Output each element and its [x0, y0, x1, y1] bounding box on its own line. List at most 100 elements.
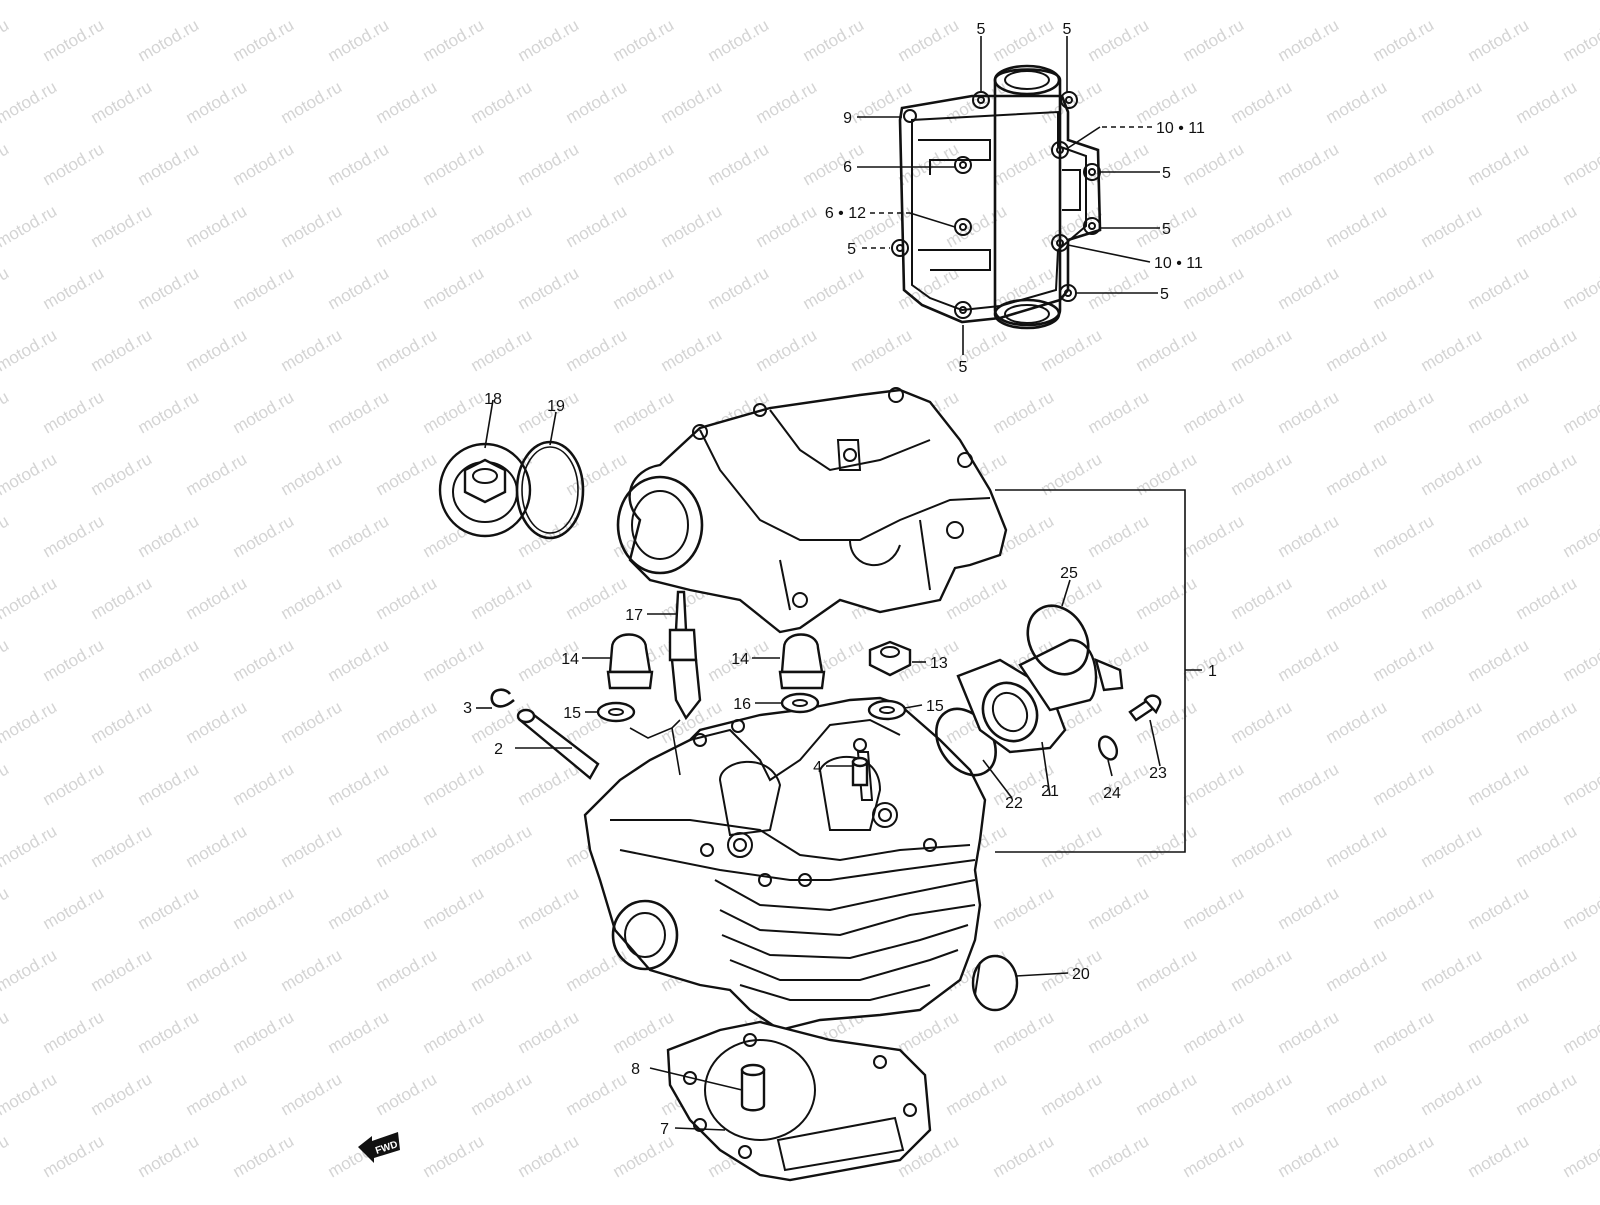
- watermark-text: motod.ru: [1513, 1069, 1581, 1119]
- watermark-text: motod.ru: [1370, 511, 1438, 561]
- watermark-text: motod.ru: [325, 387, 393, 437]
- watermark-text: motod.ru: [278, 1069, 346, 1119]
- watermark-text: motod.ru: [325, 263, 393, 313]
- watermark-text: motod.ru: [230, 387, 298, 437]
- watermark-text: motod.ru: [230, 511, 298, 561]
- watermark-text: motod.ru: [563, 945, 631, 995]
- watermark-text: motod.ru: [1370, 263, 1438, 313]
- watermark-text: motod.ru: [183, 201, 251, 251]
- watermark-text: motod.ru: [1370, 1131, 1438, 1181]
- watermark-text: motod.ru: [990, 1131, 1058, 1181]
- watermark-text: motod.ru: [373, 325, 441, 375]
- label-25: 25: [1060, 565, 1078, 582]
- watermark-text: motod.ru: [1085, 263, 1153, 313]
- watermark-text: motod.ru: [1560, 387, 1600, 437]
- watermark-text: motod.ru: [0, 325, 60, 375]
- watermark-text: motod.ru: [40, 1131, 108, 1181]
- watermark-text: motod.ru: [183, 1069, 251, 1119]
- watermark-text: motod.ru: [135, 1131, 203, 1181]
- watermark-text: motod.ru: [658, 0, 726, 3]
- watermark-text: motod.ru: [420, 387, 488, 437]
- watermark-text: motod.ru: [1323, 697, 1391, 747]
- watermark-text: motod.ru: [1275, 263, 1343, 313]
- watermark-text: motod.ru: [1513, 77, 1581, 127]
- watermark-text: motod.ru: [1323, 77, 1391, 127]
- watermark-text: motod.ru: [1228, 821, 1296, 871]
- watermark-text: motod.ru: [1228, 77, 1296, 127]
- watermark-text: motod.ru: [373, 697, 441, 747]
- watermark-text: motod.ru: [1513, 449, 1581, 499]
- watermark-text: motod.ru: [705, 15, 773, 65]
- watermark-text: motod.ru: [88, 945, 156, 995]
- watermark-text: motod.ru: [420, 139, 488, 189]
- watermark-text: motod.ru: [1370, 387, 1438, 437]
- cylinder-base-gasket: [668, 1022, 930, 1180]
- watermark-text: motod.ru: [135, 139, 203, 189]
- watermark-text: motod.ru: [1513, 325, 1581, 375]
- watermark-text: motod.ru: [1418, 945, 1486, 995]
- label-3: 3: [463, 700, 472, 717]
- washer-15a: [598, 703, 634, 721]
- watermark-text: motod.ru: [753, 325, 821, 375]
- watermark-text: motod.ru: [1560, 635, 1600, 685]
- watermark-text: motod.ru: [1560, 883, 1600, 933]
- watermark-text: motod.ru: [40, 759, 108, 809]
- watermark-text: motod.ru: [325, 511, 393, 561]
- watermark-text: motod.ru: [1085, 1131, 1153, 1181]
- watermark-text: motod.ru: [468, 573, 536, 623]
- label-17: 17: [625, 607, 643, 624]
- watermark-text: motod.ru: [468, 325, 536, 375]
- watermark-text: motod.ru: [1180, 883, 1248, 933]
- watermark-text: motod.ru: [0, 945, 60, 995]
- watermark-text: motod.ru: [420, 883, 488, 933]
- watermark-text: motod.ru: [1085, 511, 1153, 561]
- watermark-text: motod.ru: [1513, 821, 1581, 871]
- plug-cap-20: [973, 956, 1017, 1010]
- watermark-text: motod.ru: [943, 77, 1011, 127]
- watermark-text: motod.ru: [230, 139, 298, 189]
- watermark-text: motod.ru: [40, 511, 108, 561]
- washer-24: [1096, 734, 1121, 763]
- watermark-text: motod.ru: [1228, 201, 1296, 251]
- label-14-left: 14: [561, 651, 579, 668]
- watermark-text: motod.ru: [468, 821, 536, 871]
- watermark-text: motod.ru: [40, 15, 108, 65]
- washer-15b: [869, 701, 905, 719]
- screw-23: [1130, 696, 1160, 720]
- watermark-text: motod.ru: [325, 883, 393, 933]
- watermark-text: motod.ru: [183, 573, 251, 623]
- label-2: 2: [494, 741, 503, 758]
- label-7: 7: [660, 1121, 669, 1138]
- watermark-text: motod.ru: [1228, 449, 1296, 499]
- watermark-text: motod.ru: [40, 1007, 108, 1057]
- watermark-text: motod.ru: [278, 0, 346, 3]
- watermark-text: motod.ru: [1465, 139, 1533, 189]
- watermark-text: motod.ru: [943, 325, 1011, 375]
- watermark-text: motod.ru: [373, 0, 441, 3]
- watermark-text: motod.ru: [1038, 1069, 1106, 1119]
- watermark-text: motod.ru: [1465, 15, 1533, 65]
- watermark-text: motod.ru: [1323, 0, 1391, 3]
- watermark-text: motod.ru: [278, 697, 346, 747]
- watermark-text: motod.ru: [1323, 449, 1391, 499]
- watermark-text: motod.ru: [40, 883, 108, 933]
- watermark-text: motod.ru: [0, 511, 12, 561]
- watermark-text: motod.ru: [1418, 449, 1486, 499]
- circlip: [492, 690, 514, 707]
- label-22: 22: [1005, 795, 1023, 812]
- watermark-text: motod.ru: [1085, 1007, 1153, 1057]
- watermark-text: motod.ru: [848, 0, 916, 3]
- label-21: 21: [1041, 783, 1059, 800]
- watermark-text: motod.ru: [1275, 139, 1343, 189]
- watermark-text: motod.ru: [1465, 759, 1533, 809]
- watermark-text: motod.ru: [278, 573, 346, 623]
- watermark-text: motod.ru: [1228, 1069, 1296, 1119]
- watermark-text: motod.ru: [0, 387, 12, 437]
- watermark-text: motod.ru: [88, 1069, 156, 1119]
- watermark-text: motod.ru: [1418, 77, 1486, 127]
- watermark-text: motod.ru: [610, 139, 678, 189]
- watermark-text: motod.ru: [420, 1131, 488, 1181]
- watermark-text: motod.ru: [183, 325, 251, 375]
- watermark-text: motod.ru: [0, 0, 60, 3]
